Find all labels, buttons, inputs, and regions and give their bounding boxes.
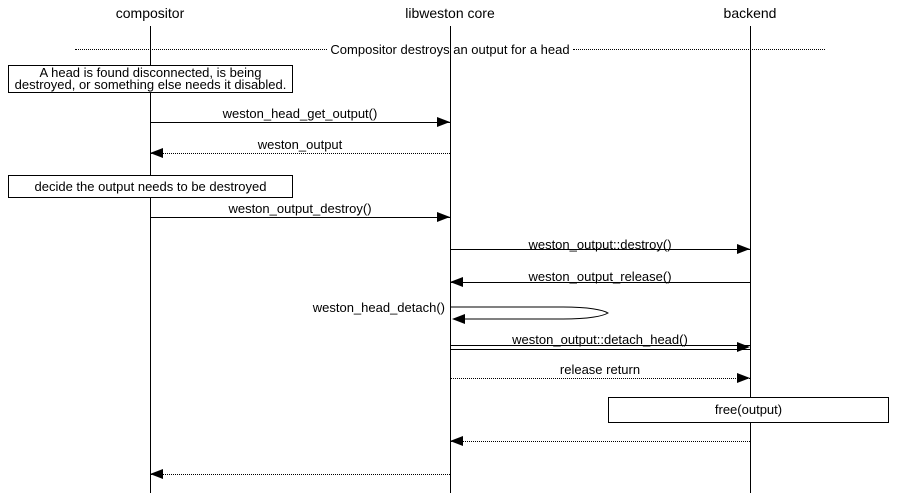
message-label-weston-output-detach-head: weston_output::detach_head() xyxy=(512,332,688,347)
message-line xyxy=(150,474,450,475)
message-line xyxy=(150,122,450,123)
message-label-weston-output-destroy-vfunc: weston_output::destroy() xyxy=(528,237,672,252)
lifeline-backend xyxy=(750,26,751,493)
self-loop-path xyxy=(451,306,609,320)
arrowhead-right-icon xyxy=(737,244,750,254)
message-label-release-return: release return xyxy=(559,362,641,377)
message-label-weston-head-detach: weston_head_detach() xyxy=(312,300,445,315)
message-line xyxy=(450,345,750,346)
arrowhead-left-icon xyxy=(450,436,463,446)
arrowhead-right-icon xyxy=(737,373,750,383)
message-line xyxy=(450,249,750,250)
arrowhead-left-icon xyxy=(452,314,465,324)
message-line xyxy=(150,217,450,218)
lifeline-libweston-core xyxy=(450,26,451,493)
arrowhead-right-icon xyxy=(437,212,450,222)
participant-backend: backend xyxy=(723,5,777,21)
divider-line-right xyxy=(572,49,826,50)
note-free-output: free(output) xyxy=(608,397,889,423)
lifeline-compositor xyxy=(150,26,151,493)
message-label-weston-output-release: weston_output_release() xyxy=(528,269,672,284)
participant-compositor: compositor xyxy=(115,5,185,21)
message-line xyxy=(450,282,750,283)
arrowhead-right-icon xyxy=(737,342,750,352)
arrowhead-left-icon xyxy=(150,469,163,479)
arrowhead-left-icon xyxy=(150,148,163,158)
message-label-weston-output: weston_output xyxy=(257,137,343,152)
message-line xyxy=(450,378,750,379)
message-line xyxy=(150,153,450,154)
message-label-weston-output-destroy: weston_output_destroy() xyxy=(228,201,372,216)
message-line xyxy=(450,441,750,442)
divider-line-left xyxy=(75,49,328,50)
message-line xyxy=(450,349,750,350)
self-message-loop xyxy=(451,306,609,324)
divider: Compositor destroys an output for a head xyxy=(75,42,826,57)
note-decide-destroy: decide the output needs to be destroyed xyxy=(8,175,293,198)
arrowhead-left-icon xyxy=(450,277,463,287)
participant-libweston-core: libweston core xyxy=(405,5,495,21)
arrowhead-right-icon xyxy=(437,117,450,127)
divider-label: Compositor destroys an output for a head xyxy=(330,42,570,57)
message-label-weston-head-get-output: weston_head_get_output() xyxy=(222,106,378,121)
note-head-disconnected: A head is found disconnected, is being d… xyxy=(8,65,293,93)
